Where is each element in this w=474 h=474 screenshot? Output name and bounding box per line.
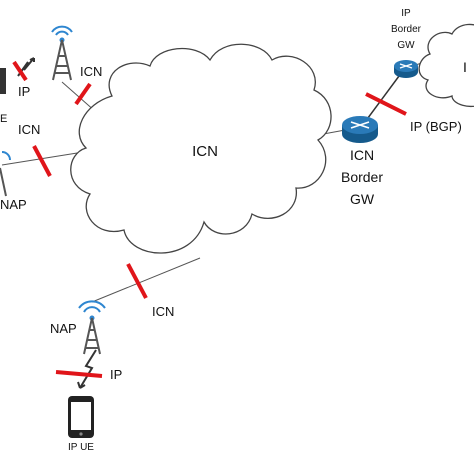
partial-i-label: I <box>463 59 467 75</box>
smartphone-icon <box>68 396 94 438</box>
antenna-tower-icon <box>51 25 73 81</box>
blocked-marker-left-icn <box>32 145 52 177</box>
icn-border-gw-label-2: Border <box>341 169 383 185</box>
link-bottom-nap <box>91 257 201 303</box>
top-left-icn-label: ICN <box>80 64 102 79</box>
icn-border-gw-label-3: GW <box>350 191 375 207</box>
blocked-marker-top-left-icn <box>74 82 92 106</box>
blocked-marker-bgp <box>365 92 407 116</box>
top-left-ip-label: IP <box>18 84 30 99</box>
blocked-marker-bottom-ip <box>55 370 103 378</box>
ip-ue-label: IP UE <box>68 442 94 453</box>
link-gw-to-gw <box>361 71 403 127</box>
ip-border-gw-label-1: IP <box>401 8 411 19</box>
bottom-nap-label: NAP <box>50 321 77 336</box>
bottom-icn-label: ICN <box>152 304 174 319</box>
ip-border-gw-label-2: Border <box>391 24 422 35</box>
icn-border-gw-label-1: ICN <box>350 147 374 163</box>
ip-bgp-label: IP (BGP) <box>410 119 462 134</box>
icn-core-cloud: ICN <box>70 43 332 254</box>
left-antenna-tower-icon <box>0 151 11 197</box>
blocked-marker-top-left-ip <box>12 60 28 82</box>
left-nap-label: NAP <box>0 197 27 212</box>
ip-border-gw-label-3: GW <box>397 40 415 51</box>
left-icn-label: ICN <box>18 122 40 137</box>
wireless-link-icon <box>0 57 35 94</box>
icn-border-gw-router-icon <box>342 116 378 143</box>
wireless-bolt-icon <box>77 349 97 389</box>
blocked-marker-bottom-icn <box>126 263 148 299</box>
core-label: ICN <box>192 143 218 160</box>
bottom-antenna-tower-icon <box>78 300 106 355</box>
ip-border-gw-router-icon <box>394 60 418 78</box>
ip-cloud: I <box>418 23 474 108</box>
partial-e-label: E <box>0 113 7 125</box>
bottom-ip-label: IP <box>110 367 122 382</box>
